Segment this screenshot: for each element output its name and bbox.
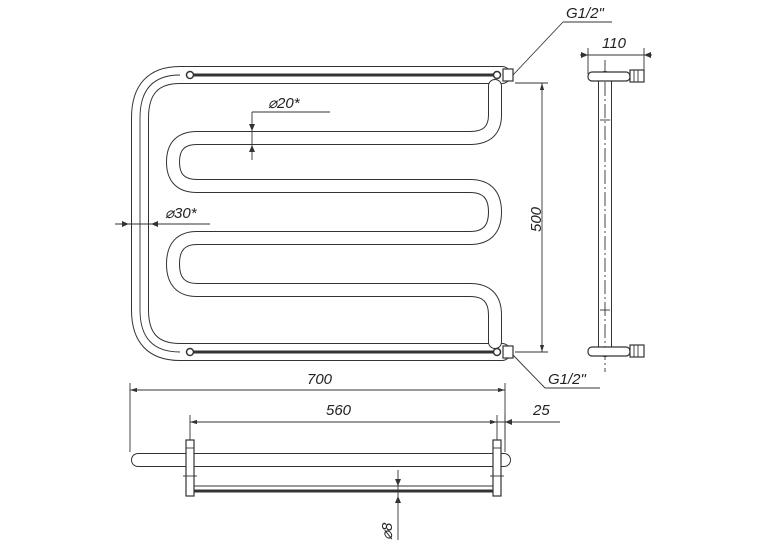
total-width-label: 700 bbox=[307, 371, 333, 388]
axis-distance-dimension: 560 bbox=[189, 402, 498, 440]
thread-bottom-label: G1/2" bbox=[548, 371, 587, 388]
axis-distance-label: 560 bbox=[326, 402, 352, 419]
height-dimension: 500 bbox=[515, 82, 548, 353]
total-width-dimension: 700 bbox=[129, 371, 506, 452]
outer-pipe-diameter-label: ⌀30* bbox=[165, 205, 198, 222]
top-view bbox=[131, 439, 511, 497]
serpentine-pipe bbox=[166, 79, 502, 349]
wall-offset-dimension: 25 bbox=[497, 402, 560, 440]
top-right-cap bbox=[492, 70, 502, 80]
bottom-left-cap bbox=[185, 347, 195, 357]
rod-diameter-dimension: ⌀8 bbox=[379, 470, 401, 540]
inner-pipe-diameter-label: ⌀20* bbox=[268, 95, 301, 112]
bottom-fitting bbox=[502, 345, 514, 359]
thread-top-label: G1/2" bbox=[566, 5, 605, 22]
front-view bbox=[131, 66, 514, 361]
thread-bottom-callout: G1/2" bbox=[512, 354, 600, 389]
outer-frame-pipe bbox=[131, 66, 511, 361]
side-bottom-nut bbox=[629, 344, 645, 358]
inner-pipe-diameter-dimension: ⌀20* bbox=[249, 95, 330, 160]
side-top-arm bbox=[587, 71, 631, 82]
outer-pipe-diameter-dimension: ⌀30* bbox=[115, 205, 210, 227]
thread-top-callout: G1/2" bbox=[512, 5, 612, 76]
wall-offset-label: 25 bbox=[532, 402, 550, 419]
side-view bbox=[587, 60, 645, 372]
top-fitting bbox=[502, 68, 514, 82]
rod-diameter-label: ⌀8 bbox=[379, 522, 396, 540]
height-label: 500 bbox=[528, 206, 545, 232]
depth-label: 110 bbox=[602, 35, 627, 52]
depth-dimension: 110 bbox=[580, 35, 652, 74]
side-top-nut bbox=[629, 69, 645, 83]
bottom-right-cap bbox=[492, 347, 502, 357]
side-bottom-arm bbox=[587, 346, 631, 357]
top-left-cap bbox=[185, 70, 195, 80]
